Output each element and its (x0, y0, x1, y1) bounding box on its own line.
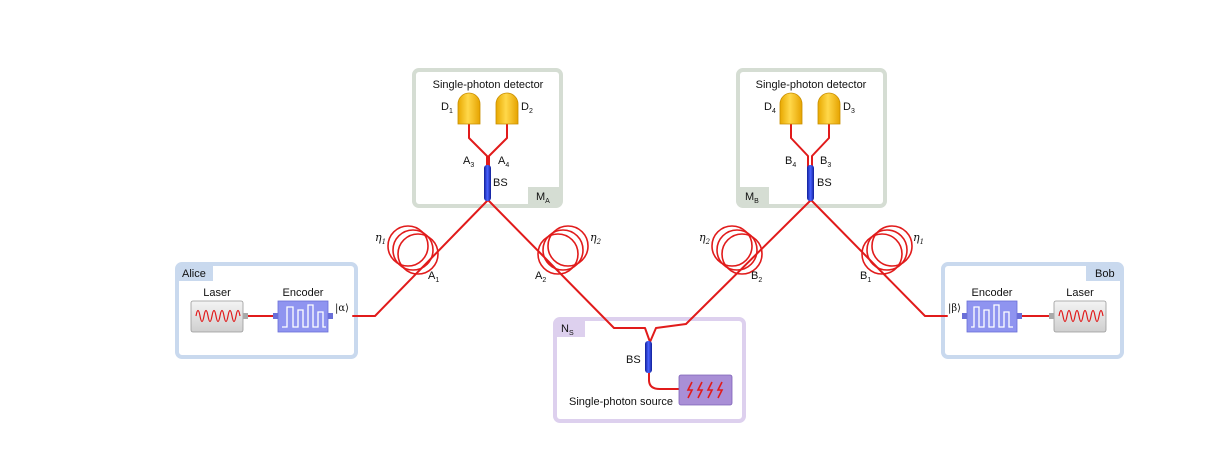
tag-mb: MB (745, 191, 759, 205)
fiber-right-outer (810, 199, 948, 317)
detector-icon-d1 (457, 92, 481, 125)
fiber-source (648, 369, 681, 390)
fiber-right-inner (649, 199, 812, 343)
fiber-d3 (811, 120, 830, 169)
fiber-network (244, 120, 1055, 390)
fiber-coil-left-inner (537, 225, 589, 275)
label-d2: D2 (521, 101, 533, 115)
label-d1: D1 (441, 101, 453, 115)
eta-left-inner: η2 (590, 231, 602, 246)
source-label: Single-photon source (569, 396, 673, 408)
detector-icon-d3 (817, 92, 841, 125)
fiber-coil-left-outer (387, 225, 439, 275)
tag-ma: MA (536, 191, 550, 205)
label-a4: A4 (498, 155, 509, 169)
alice-laser-icon (190, 300, 248, 333)
fiber-d4 (790, 120, 809, 169)
label-bs-right: BS (817, 177, 832, 189)
photon-source-icon (678, 374, 733, 406)
eta-left-outer: η1 (375, 231, 386, 246)
fiber-d1 (468, 120, 488, 169)
alice-encoder-label: Encoder (283, 287, 324, 299)
port-b1: B1 (860, 270, 871, 284)
beamsplitter-icon-left (484, 165, 491, 201)
label-d4: D4 (764, 101, 776, 115)
detector-title-right: Single-photon detector (756, 79, 867, 91)
detector-icon-d4 (779, 92, 803, 125)
label-b3: B3 (820, 155, 831, 169)
alice-box (175, 262, 358, 359)
bob-encoder-icon (962, 300, 1022, 333)
eta-right-outer: η1 (913, 231, 924, 246)
detector-icon-d2 (495, 92, 519, 125)
port-a1: A1 (428, 270, 439, 284)
bob-box (941, 262, 1124, 359)
label-bs-source: BS (626, 354, 641, 366)
fiber-left-outer (352, 199, 489, 317)
label-a3: A3 (463, 155, 474, 169)
detector-title-left: Single-photon detector (433, 79, 544, 91)
fiber-d2 (488, 120, 508, 169)
label-bs-left: BS (493, 177, 508, 189)
label-d3: D3 (843, 101, 855, 115)
beamsplitter-icon-right (807, 165, 814, 201)
port-b2: B2 (751, 270, 762, 284)
fiber-left-inner (487, 199, 651, 343)
alice-name: Alice (182, 268, 206, 280)
port-a2: A2 (535, 270, 546, 284)
tag-ns: NS (561, 323, 574, 337)
eta-right-inner: η2 (699, 231, 711, 246)
bob-encoder-label: Encoder (972, 287, 1013, 299)
detector-box-left (412, 68, 563, 208)
bob-laser-label: Laser (1066, 287, 1094, 299)
bob-state: |β⟩ (948, 303, 961, 314)
beamsplitter-icon-source (645, 341, 652, 373)
fiber-coil-right-outer (861, 225, 913, 275)
label-b4: B4 (785, 155, 796, 169)
detector-box-right (736, 68, 887, 208)
fiber-coil-right-inner (711, 225, 763, 275)
alice-encoder-icon (273, 300, 333, 333)
bob-laser-icon (1049, 300, 1107, 333)
bob-name: Bob (1095, 268, 1115, 280)
alice-state: |α⟩ (335, 303, 349, 314)
alice-laser-label: Laser (203, 287, 231, 299)
